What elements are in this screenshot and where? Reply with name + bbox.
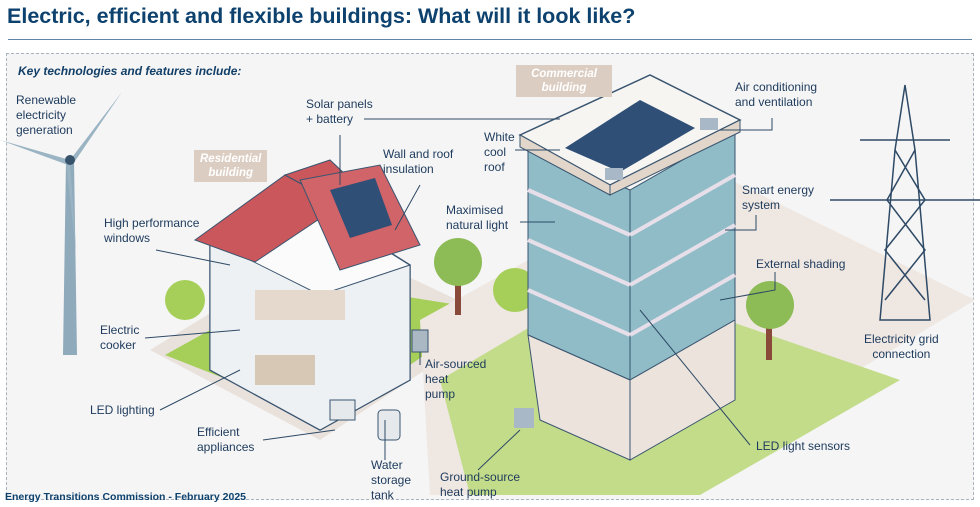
label-led-sensors: LED light sensors [756,439,851,453]
label-water-tank: Water storage tank [371,458,412,502]
footer-credit: Energy Transitions Commission - February… [5,491,246,503]
subtitle: Key technologies and features include: [18,64,242,78]
label-efficient-appliances: Efficient appliances [197,425,255,454]
wind-turbine-icon [0,92,122,355]
label-white-cool-roof: White cool roof [484,130,515,174]
commercial-building-tag: Commercial building [516,65,612,97]
electricity-pylon-icon [830,84,980,321]
label-led-lighting: LED lighting [90,403,155,417]
label-smart-energy: Smart energy system [742,183,815,212]
residential-building-tag: Residential building [194,150,268,182]
commercial-building-icon [514,74,742,461]
title-divider [8,39,972,40]
label-ground-heat-pump: Ground-source heat pump [440,470,521,499]
label-grid-connection: Electricity grid connection [864,332,939,361]
page-title: Electric, efficient and flexible buildin… [7,4,636,28]
label-solar-panels: Solar panels + battery [306,97,373,126]
label-external-shading: External shading [756,257,846,271]
label-windows: High performance windows [104,216,200,245]
residential-house-icon [193,159,429,441]
label-insulation: Wall and roof insulation [383,147,454,176]
label-electric-cooker: Electric cooker [100,323,140,352]
label-air-heat-pump: Air-sourced heat pump [425,357,487,401]
label-natural-light: Maximised natural light [446,203,509,232]
leader-lines [144,118,776,471]
label-air-conditioning: Air conditioning and ventilation [735,80,818,109]
label-renewable-generation: Renewable electricity generation [16,93,77,137]
